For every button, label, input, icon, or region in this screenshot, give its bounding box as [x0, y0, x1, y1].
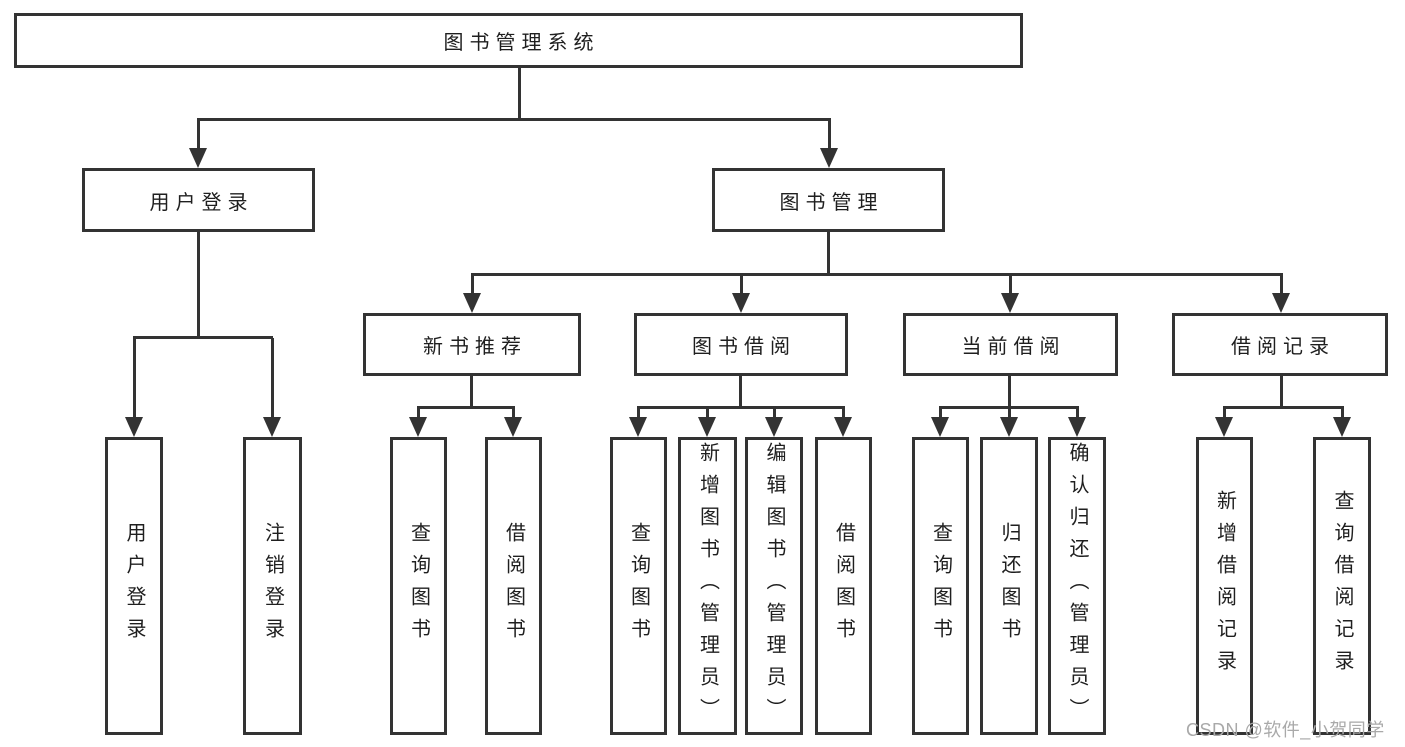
connector-line	[939, 408, 942, 417]
arrow-down-icon	[1001, 293, 1019, 313]
node-new-book-recommend-label: 新书推荐	[423, 336, 527, 358]
arrow-down-icon	[1068, 417, 1086, 437]
connector-line	[637, 406, 845, 409]
connector-line	[417, 408, 420, 417]
arrow-down-icon	[1272, 293, 1290, 313]
connector-line	[1008, 408, 1011, 417]
node-current-borrow-label: 当前借阅	[961, 336, 1066, 358]
leaf-borrow-query-books-label: 查询图书	[627, 522, 650, 650]
leaf-logout: 注销登录	[243, 437, 302, 735]
node-user-login: 用户登录	[82, 168, 315, 232]
leaf-current-return-books: 归还图书	[980, 437, 1038, 735]
connector-line	[1223, 406, 1344, 409]
node-book-borrow-label: 图书借阅	[692, 336, 796, 358]
connector-line	[637, 408, 640, 417]
connector-line	[518, 68, 521, 121]
node-root-label: 图书管理系统	[443, 32, 600, 54]
leaf-records-query-record: 查询借阅记录	[1313, 437, 1371, 735]
arrow-down-icon	[125, 417, 143, 437]
leaf-borrow-edit-books-admin: 编辑图书（管理员）	[745, 437, 803, 735]
leaf-logout-label: 注销登录	[261, 522, 284, 650]
connector-line	[739, 376, 742, 409]
connector-line	[842, 408, 845, 417]
leaf-records-add-record-label: 新增借阅记录	[1213, 490, 1236, 682]
arrow-down-icon	[629, 417, 647, 437]
leaf-recommend-query-books-label: 查询图书	[407, 522, 430, 650]
node-borrow-records-label: 借阅记录	[1231, 336, 1335, 358]
connector-line	[133, 338, 136, 417]
leaf-borrow-borrow-books: 借阅图书	[815, 437, 872, 735]
connector-line	[471, 273, 1283, 276]
leaf-current-confirm-return-admin: 确认归还（管理员）	[1048, 437, 1106, 735]
arrow-down-icon	[1000, 417, 1018, 437]
connector-line	[827, 232, 830, 276]
connector-line	[271, 338, 274, 417]
node-current-borrow: 当前借阅	[903, 313, 1118, 376]
connector-line	[417, 406, 515, 409]
node-borrow-records: 借阅记录	[1172, 313, 1388, 376]
connector-line	[471, 275, 474, 293]
arrow-down-icon	[834, 417, 852, 437]
leaf-current-query-books-label: 查询图书	[929, 522, 952, 650]
arrow-down-icon	[504, 417, 522, 437]
connector-line	[1223, 408, 1226, 417]
arrow-down-icon	[765, 417, 783, 437]
arrow-down-icon	[931, 417, 949, 437]
arrow-down-icon	[263, 417, 281, 437]
node-book-management: 图书管理	[712, 168, 945, 232]
connector-line	[133, 336, 273, 339]
arrow-down-icon	[698, 417, 716, 437]
arrow-down-icon	[409, 417, 427, 437]
leaf-records-add-record: 新增借阅记录	[1196, 437, 1253, 735]
leaf-borrow-add-books-admin-label: 新增图书（管理员）	[696, 442, 719, 730]
leaf-current-confirm-return-admin-label: 确认归还（管理员）	[1066, 442, 1088, 730]
leaf-borrow-borrow-books-label: 借阅图书	[832, 522, 855, 650]
arrow-down-icon	[1333, 417, 1351, 437]
leaf-recommend-borrow-books: 借阅图书	[485, 437, 542, 735]
connector-line	[1280, 275, 1283, 293]
leaf-user-login-label: 用户登录	[123, 522, 145, 650]
arrow-down-icon	[189, 148, 207, 168]
connector-line	[1008, 376, 1011, 409]
connector-line	[512, 408, 515, 417]
connector-line	[773, 408, 776, 417]
node-book-management-label: 图书管理	[779, 191, 884, 214]
node-root: 图书管理系统	[14, 13, 1023, 68]
connector-line	[828, 120, 831, 151]
leaf-recommend-borrow-books-label: 借阅图书	[502, 522, 525, 650]
connector-line	[1341, 408, 1344, 417]
arrow-down-icon	[820, 148, 838, 168]
leaf-borrow-query-books: 查询图书	[610, 437, 667, 735]
connector-line	[197, 118, 831, 121]
arrow-down-icon	[463, 293, 481, 313]
leaf-records-query-record-label: 查询借阅记录	[1331, 490, 1353, 682]
leaf-recommend-query-books: 查询图书	[390, 437, 447, 735]
leaf-borrow-add-books-admin: 新增图书（管理员）	[678, 437, 737, 735]
node-book-borrow: 图书借阅	[634, 313, 848, 376]
connector-line	[706, 408, 709, 417]
node-new-book-recommend: 新书推荐	[363, 313, 581, 376]
node-user-login-label: 用户登录	[149, 191, 254, 214]
arrow-down-icon	[732, 293, 750, 313]
connector-line	[1280, 376, 1283, 409]
leaf-user-login: 用户登录	[105, 437, 163, 735]
leaf-current-query-books: 查询图书	[912, 437, 969, 735]
connector-line	[470, 376, 473, 409]
leaf-borrow-edit-books-admin-label: 编辑图书（管理员）	[763, 442, 785, 730]
leaf-current-return-books-label: 归还图书	[998, 522, 1020, 650]
connector-line	[740, 275, 743, 293]
connector-line	[939, 406, 1079, 409]
connector-line	[1009, 275, 1012, 293]
watermark-text: CSDN @软件_小贺同学	[1186, 720, 1385, 740]
arrow-down-icon	[1215, 417, 1233, 437]
connector-line	[197, 120, 200, 151]
connector-line	[197, 232, 200, 339]
connector-line	[1076, 408, 1079, 417]
